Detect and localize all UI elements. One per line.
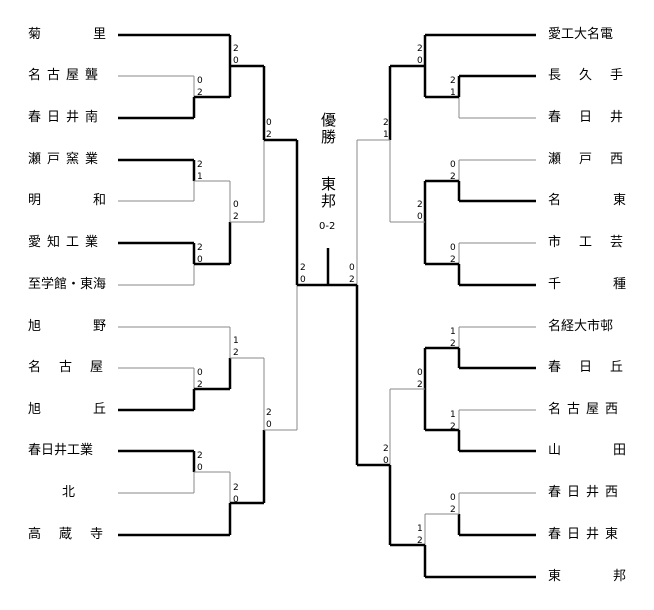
right-score-top: 2 [417, 200, 423, 210]
left-score-top: 0 [197, 368, 203, 378]
right-score-bottom: 2 [417, 380, 423, 390]
left-team-name: 明和 [28, 193, 159, 208]
right-team-name: 春日丘 [548, 360, 642, 375]
left-score-top: 1 [233, 336, 239, 346]
left-team-name: 愛知工業 [28, 235, 105, 250]
right-score-bottom: 0 [417, 212, 423, 222]
left-score-bottom: 2 [197, 380, 203, 390]
right-score-top: 0 [417, 368, 423, 378]
right-score-top: 0 [450, 243, 456, 253]
right-score-bottom: 2 [349, 275, 355, 285]
left-score-top: 0 [197, 76, 203, 86]
right-score-bottom: 2 [450, 172, 456, 182]
left-score-top: 2 [197, 243, 203, 253]
left-team-name: 春日井南 [28, 110, 105, 125]
right-score-bottom: 2 [417, 536, 423, 546]
left-score-top: 2 [300, 263, 306, 273]
left-team-name: 名古屋聾 [28, 68, 105, 83]
right-team-name: 名経大市邨 [548, 319, 614, 334]
left-team-name: 高蔵寺 [28, 527, 122, 542]
left-team-name: 至学館・東海 [28, 277, 107, 292]
left-score-bottom: 2 [233, 348, 239, 358]
right-score-bottom: 0 [417, 56, 423, 66]
left-team-name: 旭丘 [28, 402, 159, 417]
left-score-top: 2 [197, 451, 203, 461]
left-score-bottom: 2 [266, 130, 272, 140]
right-team-name: 名東 [548, 193, 626, 208]
right-team-name: 長久手 [548, 68, 642, 83]
left-score-top: 2 [197, 160, 203, 170]
left-score-bottom: 2 [197, 88, 203, 98]
left-score-bottom: 0 [233, 495, 239, 505]
left-score-bottom: 1 [197, 172, 203, 182]
right-score-bottom: 2 [450, 422, 456, 432]
left-score-bottom: 0 [300, 275, 306, 285]
right-score-bottom: 2 [450, 339, 456, 349]
right-team-name: 名古屋西 [548, 402, 625, 417]
left-team-name: 菊里 [28, 27, 159, 42]
right-score-top: 1 [417, 524, 423, 534]
left-score-bottom: 0 [197, 463, 203, 473]
right-score-top: 0 [349, 263, 355, 273]
right-score-top: 0 [450, 493, 456, 503]
final-score: 0-2 [319, 221, 336, 232]
champion-title: 優勝 [319, 112, 337, 146]
champion-name: 東邦 [319, 176, 337, 210]
left-score-bottom: 0 [266, 420, 272, 430]
right-score-top: 1 [450, 410, 456, 420]
right-team-name: 春日井 [548, 110, 642, 125]
right-score-bottom: 2 [450, 505, 456, 515]
right-team-name: 市工芸 [548, 235, 642, 250]
left-team-name: 瀬戸窯業 [28, 152, 105, 167]
left-team-name: 春日井工業 [28, 443, 94, 458]
left-score-top: 0 [266, 118, 272, 128]
left-team-name: 旭野 [28, 319, 159, 334]
right-score-bottom: 2 [450, 255, 456, 265]
right-score-top: 2 [450, 76, 456, 86]
left-score-top: 0 [233, 200, 239, 210]
left-score-top: 2 [233, 483, 239, 493]
right-score-bottom: 0 [383, 456, 389, 466]
left-score-top: 2 [233, 44, 239, 54]
right-score-top: 0 [450, 160, 456, 170]
right-team-name: 春日井東 [548, 527, 625, 542]
left-score-top: 2 [266, 408, 272, 418]
right-score-top: 1 [450, 327, 456, 337]
right-score-bottom: 1 [383, 130, 389, 140]
right-score-top: 2 [383, 444, 389, 454]
left-score-bottom: 2 [233, 212, 239, 222]
right-score-top: 2 [417, 44, 423, 54]
left-score-bottom: 0 [197, 255, 203, 265]
left-team-name: 名古屋 [28, 360, 122, 375]
right-team-name: 東邦 [548, 569, 626, 584]
right-team-name: 瀬戸西 [548, 152, 642, 167]
right-team-name: 山田 [548, 443, 626, 458]
left-team-name: 北 [62, 485, 128, 500]
right-team-name: 愛工大名電 [548, 27, 614, 42]
right-score-top: 2 [383, 118, 389, 128]
left-score-bottom: 0 [233, 56, 239, 66]
right-team-name: 千種 [548, 277, 626, 292]
right-team-name: 春日井西 [548, 485, 625, 500]
right-score-bottom: 1 [450, 88, 456, 98]
